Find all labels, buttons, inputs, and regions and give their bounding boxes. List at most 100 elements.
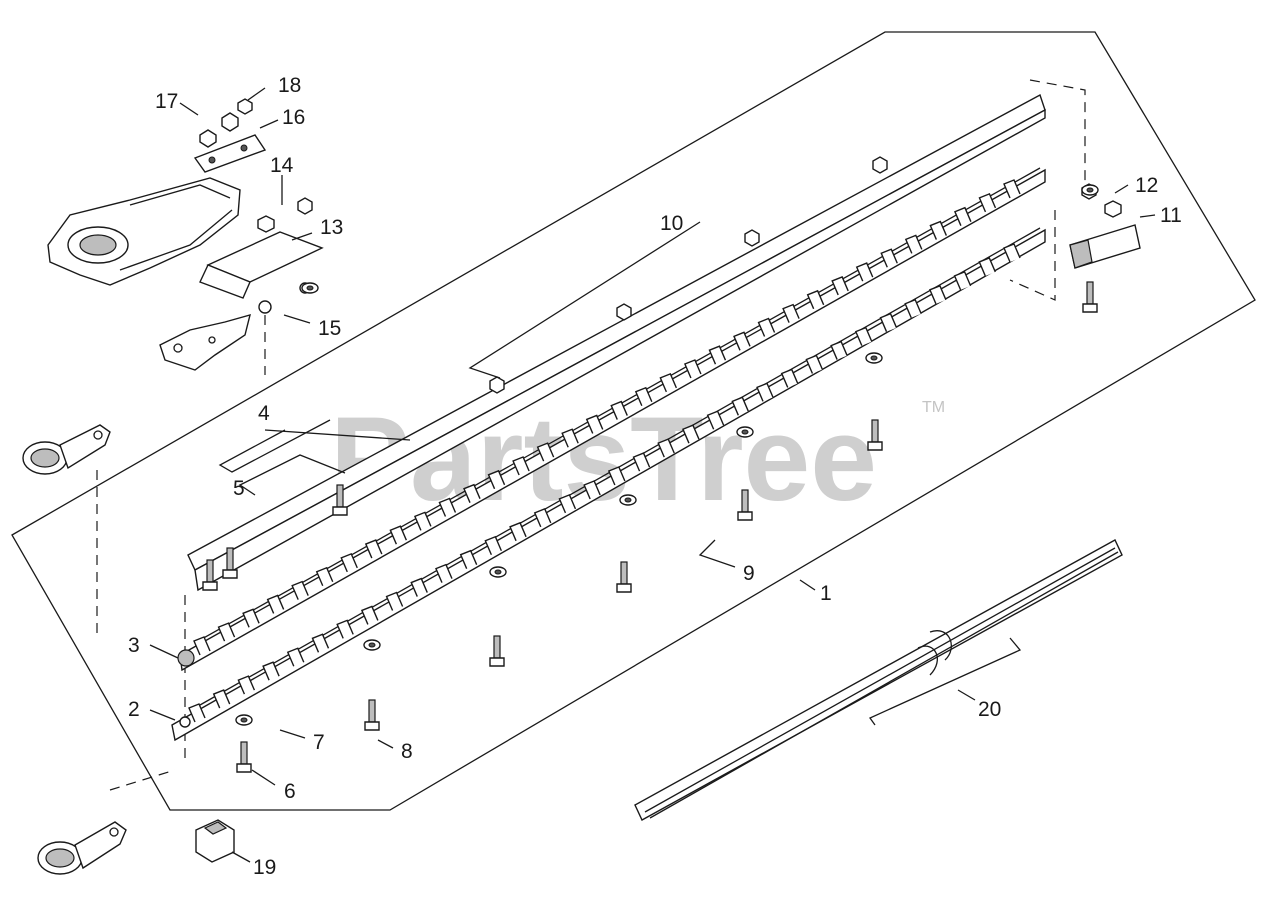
blade-tooth: [561, 428, 579, 448]
blade-tooth: [780, 368, 799, 388]
blade-tooth: [512, 456, 530, 476]
blade-tooth: [413, 511, 432, 531]
blade-tooth: [683, 359, 702, 379]
blade-tooth: [855, 262, 874, 282]
nut-12-icon: [1104, 200, 1122, 218]
bolt-shank-icon: [620, 561, 628, 585]
blade-tooth: [385, 591, 404, 611]
blade-tooth: [978, 192, 997, 213]
teeth-lower: [188, 243, 1021, 723]
blade-tooth: [757, 317, 776, 337]
bolt-shank-icon: [240, 741, 248, 765]
connecting-rod-upper: [22, 424, 111, 475]
callout-16: 16: [282, 106, 305, 129]
nut-icon: [872, 156, 888, 174]
blade-tooth: [188, 703, 206, 723]
callout-6: 6: [284, 780, 296, 803]
bolt-head-icon: [489, 657, 505, 667]
vertical-guide-bottom: [109, 769, 176, 791]
blade-tooth: [929, 220, 948, 240]
washer-hole-icon: [368, 642, 376, 648]
blade-tooth: [610, 400, 628, 420]
callout-15: 15: [318, 317, 341, 340]
blade-tooth: [311, 633, 330, 653]
blade-tooth: [953, 206, 972, 226]
blade-tooth: [193, 636, 211, 656]
blade-tooth: [1003, 179, 1021, 199]
washer-hole-icon: [306, 285, 314, 291]
fasteners: [202, 156, 1099, 773]
blade-tooth: [242, 608, 260, 628]
bolt-head-icon: [364, 721, 380, 731]
blade-tooth: [782, 303, 800, 323]
connecting-rod-lower: [37, 821, 127, 875]
nut-14b-icon: [297, 197, 313, 215]
blade-tooth: [607, 466, 626, 486]
callout-20: 20: [978, 698, 1001, 721]
washer-hole-icon: [741, 429, 749, 435]
blade-tooth: [212, 689, 231, 709]
blade-tooth: [904, 298, 922, 319]
blade-tooth: [682, 424, 700, 444]
blade-tooth: [953, 270, 972, 291]
blade-tooth: [286, 647, 305, 667]
gear-case-housing: [47, 177, 241, 286]
bar-end-11: [1069, 224, 1141, 269]
bolt-shank-icon: [206, 559, 214, 583]
blade-tooth: [336, 619, 354, 639]
blade-tooth: [1003, 243, 1021, 263]
callout-14: 14: [270, 154, 294, 177]
bracket-plate: [159, 314, 251, 371]
bolt-head-icon: [867, 441, 883, 451]
blade-tooth: [830, 340, 848, 360]
spacer-3-icon: [177, 649, 195, 667]
blade-tooth: [805, 354, 824, 374]
blade-tooth: [585, 414, 604, 434]
bolt-head-icon: [236, 763, 252, 773]
nut-14-icon: [257, 215, 275, 233]
blade-tooth: [657, 438, 675, 458]
callout-17: 17: [155, 90, 178, 113]
callout-11: 11: [1160, 204, 1182, 227]
bolt-shank-icon: [741, 489, 749, 513]
gear-plate-16: [193, 134, 267, 173]
bolt-head-icon: [616, 583, 632, 593]
nut-18-icon: [221, 112, 239, 132]
washer-hole-icon: [1086, 187, 1094, 193]
blade-tooth: [389, 525, 408, 545]
washer-15-icon: [258, 300, 272, 314]
rail-10: [187, 93, 1046, 592]
callout-4: 4: [258, 402, 270, 425]
bolt-head-icon: [332, 506, 348, 516]
assembly-guide-dashed-2: [1009, 210, 1056, 301]
blade-tooth: [463, 483, 481, 503]
callout-19: 19: [253, 856, 276, 879]
callout-2: 2: [128, 698, 140, 721]
blade-tooth: [733, 331, 751, 351]
blade-tooth: [854, 326, 873, 346]
callout-1: 1: [820, 582, 832, 605]
callout-8: 8: [401, 740, 413, 763]
bolt-head-icon: [1082, 303, 1098, 313]
blade-tooth: [487, 469, 506, 490]
blade-tooth: [291, 580, 309, 600]
washer-hole-icon: [870, 355, 878, 361]
callout-12: 12: [1135, 174, 1158, 197]
blade-tooth: [558, 494, 577, 514]
callout-9: 9: [743, 562, 755, 585]
callout-10: 10: [660, 212, 683, 235]
nut-icon: [616, 303, 632, 321]
blade-tooth: [659, 372, 678, 393]
blade-tooth: [879, 312, 898, 332]
nut-icon: [744, 229, 760, 247]
callout-18: 18: [278, 74, 301, 97]
blade-tooth: [533, 507, 552, 528]
nut-17-icon: [199, 129, 217, 148]
assembly-boundary: [11, 31, 1256, 811]
blade-tooth: [484, 535, 503, 556]
blade-tooth: [315, 566, 334, 587]
bolt-head-icon: [737, 511, 753, 521]
blade-tooth: [756, 382, 774, 402]
washer-hole-icon: [240, 717, 248, 723]
bolt-shank-icon: [368, 699, 376, 723]
